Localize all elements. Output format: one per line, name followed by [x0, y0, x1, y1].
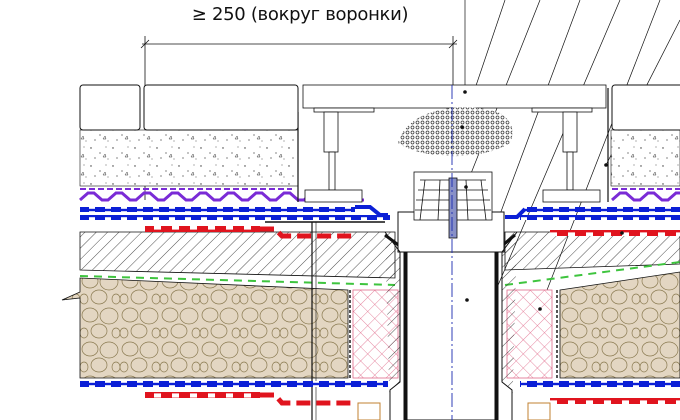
- pedestal-left: [304, 107, 375, 203]
- paving-tile: [143, 84, 299, 131]
- pedestal-right: [531, 107, 601, 203]
- sand-cement-bed-right: [610, 129, 680, 187]
- membrane-red-upper: [145, 226, 260, 232]
- drainage-membrane-right: [611, 191, 680, 202]
- membrane-blue-lower: [80, 381, 388, 387]
- dimension-label: ≥ 250 (вокруг воронки): [191, 4, 409, 25]
- stone-insulation-right: [559, 271, 680, 379]
- membrane-blue-upper-right: [525, 207, 680, 212]
- paving-tile: [79, 84, 141, 131]
- stone-insulation-left: [61, 277, 349, 379]
- inspection-plate: [302, 84, 607, 109]
- sand-cement-bed-left: [79, 129, 299, 187]
- drain-grate: [413, 171, 493, 239]
- leader-dots: [460, 90, 624, 311]
- gravel-pile: [398, 107, 513, 157]
- drain-pipe: [384, 211, 518, 420]
- membrane-blue-upper-1: [80, 207, 355, 212]
- paving-tile: [611, 84, 680, 131]
- screed-slab-right: [504, 231, 680, 271]
- screed-slab: [79, 231, 396, 279]
- membrane-red-lower: [145, 392, 260, 398]
- geotextile-line: [79, 275, 396, 286]
